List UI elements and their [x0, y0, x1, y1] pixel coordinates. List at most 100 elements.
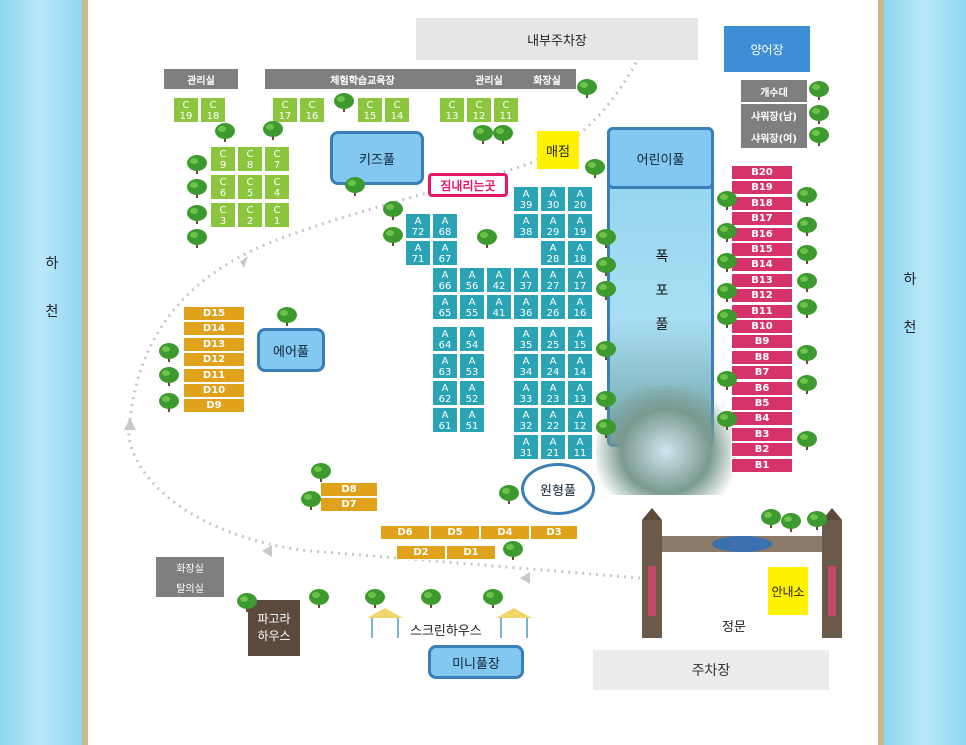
site-b7[interactable]: B7 — [731, 365, 793, 381]
site-d5[interactable]: D5 — [430, 525, 480, 540]
site-b9[interactable]: B9 — [731, 334, 793, 350]
site-b12[interactable]: B12 — [731, 288, 793, 304]
site-d9[interactable]: D9 — [183, 398, 245, 414]
site-d4[interactable]: D4 — [480, 525, 530, 540]
round-pool[interactable]: 원형풀 — [521, 463, 595, 515]
air-pool[interactable]: 에어풀 — [257, 328, 325, 372]
site-d6[interactable]: D6 — [380, 525, 430, 540]
site-b4[interactable]: B4 — [731, 411, 793, 427]
site-b6[interactable]: B6 — [731, 380, 793, 396]
site-b18[interactable]: B18 — [731, 195, 793, 211]
site-b13[interactable]: B13 — [731, 272, 793, 288]
info-center[interactable]: 안내소 — [768, 567, 808, 615]
site-b20[interactable]: B20 — [731, 165, 793, 180]
site-d12[interactable]: D12 — [183, 352, 245, 368]
pergola-house[interactable]: 파고라 하우스 — [248, 600, 300, 656]
snack-shop[interactable]: 매점 — [537, 131, 579, 169]
site-b5[interactable]: B5 — [731, 396, 793, 411]
kids-pool[interactable]: 키즈풀 — [330, 131, 424, 185]
site-d10[interactable]: D10 — [183, 383, 245, 398]
mini-pool[interactable]: 미니풀장 — [428, 645, 524, 679]
site-b10[interactable]: B10 — [731, 319, 793, 334]
site-d3[interactable]: D3 — [530, 525, 578, 540]
site-b3[interactable]: B3 — [731, 426, 793, 442]
site-d2[interactable]: D2 — [396, 545, 446, 560]
site-d7[interactable]: D7 — [320, 497, 378, 512]
site-d11[interactable]: D11 — [183, 367, 245, 383]
site-d8[interactable]: D8 — [320, 482, 378, 497]
site-b1[interactable]: B1 — [731, 457, 793, 473]
site-b19[interactable]: B19 — [731, 180, 793, 196]
site-b17[interactable]: B17 — [731, 211, 793, 227]
site-d14[interactable]: D14 — [183, 321, 245, 337]
site-d1[interactable]: D1 — [446, 545, 496, 560]
site-b8[interactable]: B8 — [731, 349, 793, 365]
site-b14[interactable]: B14 — [731, 257, 793, 273]
site-b16[interactable]: B16 — [731, 226, 793, 242]
site-b15[interactable]: B15 — [731, 242, 793, 257]
kids-big-pool[interactable]: 어린이풀 — [607, 127, 714, 189]
site-d13[interactable]: D13 — [183, 336, 245, 352]
site-b2[interactable]: B2 — [731, 442, 793, 458]
